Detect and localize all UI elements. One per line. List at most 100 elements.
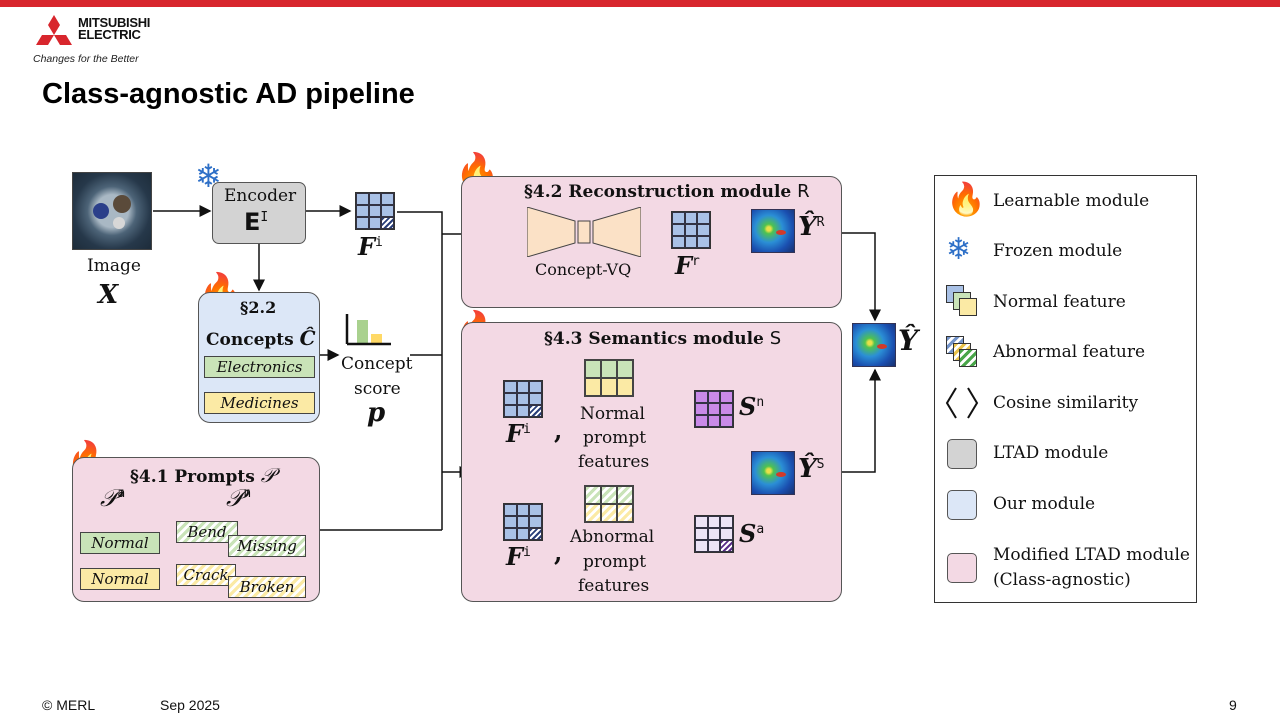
encoder-box <box>212 182 306 244</box>
heatmap-icon <box>852 323 896 367</box>
legend-learnable: Learnable module <box>993 191 1150 211</box>
semantics-title-text: §4.3 Semantics module <box>544 329 764 349</box>
encoder-symbol: EI <box>244 208 268 236</box>
image-symbol: X <box>98 280 119 310</box>
input-image <box>72 172 152 250</box>
prompt-n-broken: Broken <box>228 576 306 598</box>
prompts-n-symbol: 𝒫n <box>226 484 251 512</box>
concept-item-medicines: Medicines <box>204 392 315 414</box>
footer-date: Sep 2025 <box>160 697 220 713</box>
feature-fr-symbol: Fr <box>675 251 700 280</box>
modified-ltad-swatch <box>947 553 977 583</box>
concept-score-symbol: p <box>367 398 386 428</box>
comma-lower: , <box>554 538 563 567</box>
feature-fr-base: F <box>675 251 693 280</box>
page-number: 9 <box>1229 697 1237 713</box>
our-module-swatch <box>947 490 977 520</box>
score-grid-sa <box>694 515 734 553</box>
legend-ltad-module: LTAD module <box>993 443 1109 463</box>
feature-fi-normal-sup: i <box>523 422 531 437</box>
slogan: Changes for the Better <box>33 53 139 65</box>
cosine-similarity-icon <box>945 387 979 419</box>
prompt-a-normal-1: Normal <box>80 532 160 554</box>
logo-line2: ELECTRIC <box>78 27 141 42</box>
reconstruction-symbol: R <box>797 181 810 202</box>
heatmap-icon <box>751 209 795 253</box>
feature-fi-abnormal-sup: i <box>523 545 531 560</box>
abnormal-prompt-label-1: Abnormal <box>570 527 655 547</box>
ltad-module-swatch <box>947 439 977 469</box>
footer-copyright: © MERL <box>42 697 96 713</box>
feature-grid-fr <box>671 211 711 249</box>
feature-fi-abnormal-symbol: Fi <box>506 542 531 571</box>
abnormal-prompt-label-2: prompt <box>583 552 647 572</box>
encoder-label: Encoder <box>224 186 297 206</box>
legend-modified-ltad: Modified LTAD module <box>993 545 1190 565</box>
feature-fr-sup: r <box>692 254 700 269</box>
bar-chart-icon <box>345 314 391 346</box>
concepts-section: §2.2 <box>240 298 277 317</box>
prompts-a-sup: a <box>117 486 126 501</box>
prompts-title-text: §4.1 Prompts <box>130 467 255 487</box>
y-s-symbol: ŶS <box>798 454 824 484</box>
concept-vq-label: Concept-VQ <box>535 260 632 279</box>
prompt-n-missing: Missing <box>228 535 306 557</box>
comma-upper: , <box>554 416 563 445</box>
y-r-symbol: ŶR <box>798 212 824 242</box>
prompts-a-base: 𝒫 <box>100 484 118 512</box>
concept-item-electronics: Electronics <box>204 356 315 378</box>
y-s-base: Ŷ <box>798 454 817 484</box>
top-accent-bar <box>0 0 1280 7</box>
feature-fi-normal-base: F <box>506 419 524 448</box>
legend-cosine-similarity: Cosine similarity <box>993 393 1139 413</box>
prompts-n-sup: n <box>243 486 252 501</box>
concepts-symbol: Ĉ <box>299 326 316 350</box>
concepts-title-text: Concepts <box>206 330 294 350</box>
legend-normal-feature: Normal feature <box>993 292 1126 312</box>
encoder-symbol-base: E <box>244 208 261 236</box>
s-a-base: S <box>739 519 757 548</box>
feature-fi-base: F <box>358 232 376 261</box>
reconstruction-title: §4.2 Reconstruction module R <box>524 181 810 202</box>
legend-frozen: Frozen module <box>993 241 1123 261</box>
abnormal-prompt-feature-grid <box>584 485 634 523</box>
normal-prompt-label-1: Normal <box>580 404 645 424</box>
s-a-sup: a <box>756 522 765 537</box>
concept-score-label-2: score <box>354 379 401 399</box>
normal-prompt-label-2: prompt <box>583 428 647 448</box>
semantics-title: §4.3 Semantics module S <box>544 328 781 349</box>
feature-fi-sup: i <box>375 235 383 250</box>
legend-our-module: Our module <box>993 494 1096 514</box>
s-a-symbol: Sa <box>739 519 764 548</box>
encoder-symbol-sup: I <box>260 210 269 225</box>
prompts-n-base: 𝒫 <box>226 484 244 512</box>
semantics-symbol: S <box>769 328 782 349</box>
mitsubishi-logo-icon <box>36 15 72 45</box>
feature-fi-abnormal-base: F <box>506 542 524 571</box>
score-grid-sn <box>694 390 734 428</box>
snowflake-icon: ❄ <box>946 232 972 267</box>
feature-fi-normal-symbol: Fi <box>506 419 531 448</box>
image-label: Image <box>87 256 141 276</box>
legend-abnormal-feature: Abnormal feature <box>993 342 1146 362</box>
feature-grid-fi <box>355 192 395 230</box>
concept-vq-shape <box>527 207 641 257</box>
feature-grid-fi-normal <box>503 380 543 418</box>
logo-line1: MITSUBISHI <box>78 15 151 30</box>
page-title: Class-agnostic AD pipeline <box>42 78 415 110</box>
legend-class-agnostic: (Class-agnostic) <box>993 570 1131 590</box>
heatmap-icon <box>751 451 795 495</box>
y-r-sup: R <box>816 215 825 230</box>
s-n-sup: n <box>756 395 765 410</box>
feature-grid-fi-abnormal <box>503 503 543 541</box>
concept-score-label-1: Concept <box>341 354 413 374</box>
y-r-base: Ŷ <box>798 212 817 242</box>
flame-icon: 🔥 <box>946 180 986 218</box>
s-n-base: S <box>739 392 757 421</box>
s-n-symbol: Sn <box>739 392 764 421</box>
concepts-title: Concepts Ĉ <box>206 326 316 350</box>
y-final-symbol: Ŷ <box>898 324 918 357</box>
abnormal-prompt-label-3: features <box>578 576 650 596</box>
legend <box>934 175 1197 603</box>
feature-fi-symbol: Fi <box>358 232 383 261</box>
